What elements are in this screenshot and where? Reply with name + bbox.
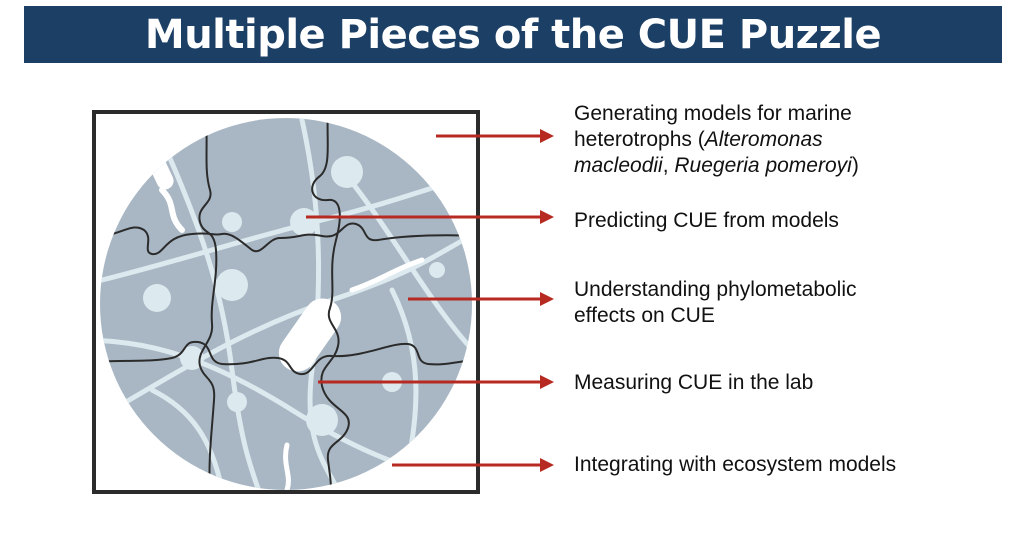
arrow-3 [408, 292, 554, 306]
label-line: macleodii, Ruegeria pomeroyi) [574, 154, 859, 177]
arrow-1 [436, 129, 554, 143]
label-line: heterotrophs (Alteromonas [574, 128, 823, 151]
label-line: effects on CUE [574, 304, 715, 327]
title-bar: Multiple Pieces of the CUE Puzzle [24, 6, 1002, 63]
puzzle-figure [92, 110, 480, 494]
label-line: Generating models for marine [574, 102, 852, 125]
label-generating-models: Generating models for marine heterotroph… [574, 101, 859, 179]
page-title: Multiple Pieces of the CUE Puzzle [144, 11, 882, 58]
arrow-5 [392, 458, 554, 472]
arrow-2 [306, 210, 554, 224]
puzzle-circle-icon [100, 118, 472, 490]
arrow-4 [318, 375, 554, 389]
label-measuring-cue: Measuring CUE in the lab [574, 371, 814, 394]
label-predicting-cue: Predicting CUE from models [574, 209, 839, 232]
label-ecosystem-models: Integrating with ecosystem models [574, 453, 897, 476]
label-line: Understanding phylometabolic [574, 278, 857, 301]
label-phylometabolic: Understanding phylometabolic effects on … [574, 277, 857, 329]
